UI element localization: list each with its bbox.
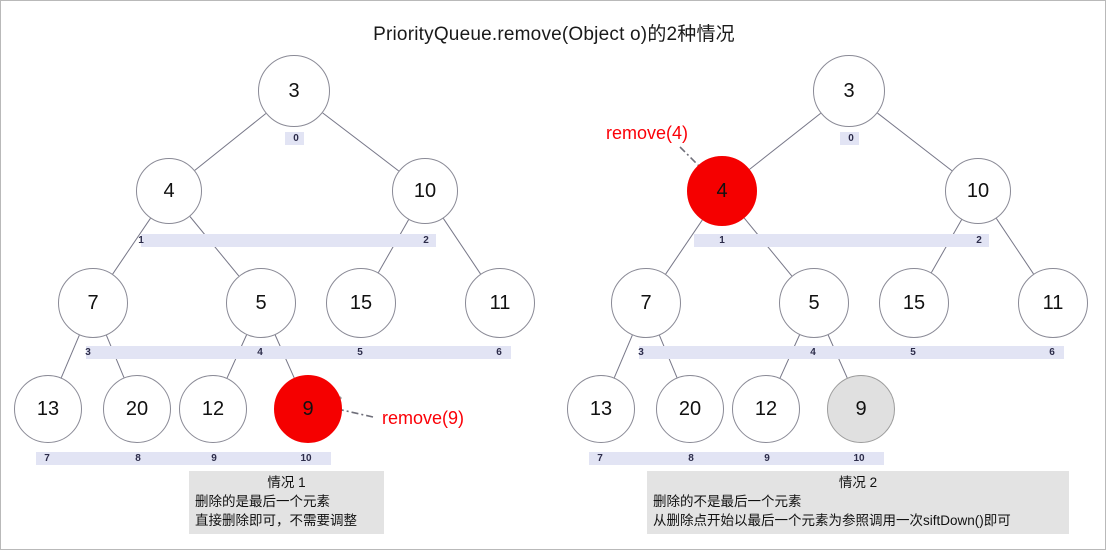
tree-node-20[interactable]: 20 <box>103 375 171 443</box>
tree-node-20[interactable]: 20 <box>656 375 724 443</box>
tree-node-10[interactable]: 10 <box>392 158 458 224</box>
index-label: 1 <box>719 235 725 246</box>
tree-node-7[interactable]: 7 <box>611 268 681 338</box>
tree-node-9[interactable]: 9 <box>827 375 895 443</box>
tree-node-11[interactable]: 11 <box>1018 268 1088 338</box>
index-label: 6 <box>1049 347 1055 358</box>
index-band <box>285 132 304 145</box>
tree-node-11[interactable]: 11 <box>465 268 535 338</box>
index-band <box>86 346 511 359</box>
index-band <box>840 132 859 145</box>
tree-edge <box>60 335 80 378</box>
index-label: 9 <box>211 453 217 464</box>
case-caption-line: 删除的是最后一个元素 <box>195 494 330 509</box>
remove-call-label: remove(4) <box>606 123 689 143</box>
index-label: 10 <box>853 453 865 464</box>
index-band <box>694 234 989 247</box>
index-label: 6 <box>496 347 502 358</box>
tree-node-12[interactable]: 12 <box>179 375 247 443</box>
page-title: PriorityQueue.remove(Object o)的2种情况 <box>373 24 735 45</box>
index-label: 10 <box>300 453 312 464</box>
tree-edge <box>743 217 793 277</box>
tree-node-3[interactable]: 3 <box>258 55 330 127</box>
index-label: 9 <box>764 453 770 464</box>
tree-edge <box>749 112 822 170</box>
tree-node-15[interactable]: 15 <box>326 268 396 338</box>
case-caption: 情况 2 删除的不是最后一个元素从删除点开始以最后一个元素为参照调用一次siftD… <box>647 471 1069 534</box>
index-label: 0 <box>848 133 854 144</box>
tree-edge <box>194 113 267 171</box>
index-label: 3 <box>638 347 644 358</box>
tree-edge <box>442 218 481 275</box>
index-label: 8 <box>135 453 141 464</box>
index-label: 5 <box>910 347 916 358</box>
tree-node-12[interactable]: 12 <box>732 375 800 443</box>
case-caption-heading: 情况 2 <box>838 475 878 490</box>
index-band <box>36 452 331 465</box>
index-label: 4 <box>810 347 816 358</box>
index-label: 7 <box>44 453 50 464</box>
tree-node-3[interactable]: 3 <box>813 55 885 127</box>
tree-node-4[interactable]: 4 <box>136 158 202 224</box>
index-label: 2 <box>976 235 982 246</box>
tree-node-9[interactable]: 9 <box>274 375 342 443</box>
tree-node-5[interactable]: 5 <box>226 268 296 338</box>
tree-node-13[interactable]: 13 <box>567 375 635 443</box>
tree-edge <box>665 219 703 275</box>
tree-node-7[interactable]: 7 <box>58 268 128 338</box>
index-band <box>141 234 436 247</box>
tree-edge <box>613 335 633 378</box>
index-label: 2 <box>423 235 429 246</box>
tree-node-5[interactable]: 5 <box>779 268 849 338</box>
index-label: 4 <box>257 347 263 358</box>
index-label: 0 <box>293 133 299 144</box>
case-caption: 情况 1 删除的是最后一个元素直接删除即可，不需要调整 <box>189 471 384 534</box>
remove-call-label: remove(9) <box>382 408 465 428</box>
index-label: 1 <box>138 235 144 246</box>
tree-edge <box>322 112 400 172</box>
index-label: 5 <box>357 347 363 358</box>
tree-node-4[interactable]: 4 <box>687 156 757 226</box>
tree-node-13[interactable]: 13 <box>14 375 82 443</box>
index-label: 7 <box>597 453 603 464</box>
tree-edge <box>877 112 953 172</box>
tree-node-15[interactable]: 15 <box>879 268 949 338</box>
case-caption-line: 从删除点开始以最后一个元素为参照调用一次siftDown()即可 <box>653 513 1011 528</box>
tree-edge <box>995 218 1034 275</box>
tree-node-10[interactable]: 10 <box>945 158 1011 224</box>
index-label: 3 <box>85 347 91 358</box>
index-label: 8 <box>688 453 694 464</box>
index-band <box>589 452 884 465</box>
case-caption-heading: 情况 1 <box>267 475 306 490</box>
index-band <box>639 346 1064 359</box>
case-caption-line: 删除的不是最后一个元素 <box>653 494 802 509</box>
case-caption-line: 直接删除即可，不需要调整 <box>195 513 357 528</box>
